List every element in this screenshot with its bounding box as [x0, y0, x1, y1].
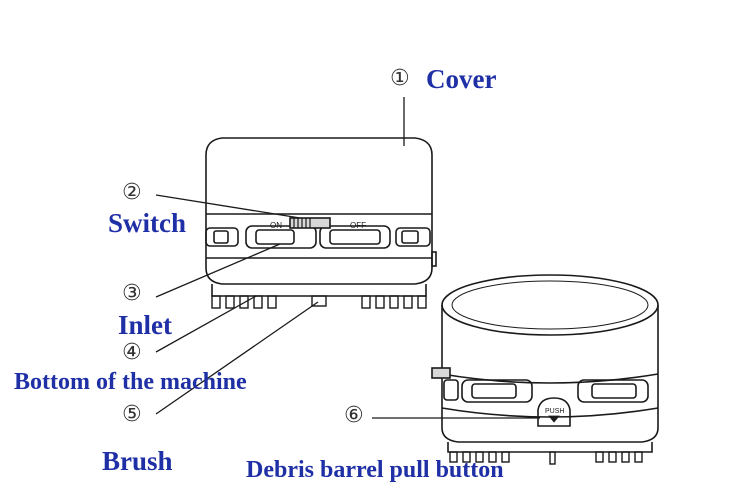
part-number-5: ⑤: [122, 402, 142, 427]
label-brush: Brush: [102, 446, 173, 476]
push-button-shape: [537, 397, 571, 427]
push-button-text: PUSH: [545, 408, 564, 415]
right-device: [431, 274, 659, 465]
leader-brush: [155, 301, 319, 415]
left-device: [205, 137, 437, 309]
label-cover: Cover: [426, 64, 497, 94]
switch-off-text: OFF: [350, 221, 366, 230]
part-number-4: ④: [122, 340, 142, 365]
leader-bottom: [155, 295, 257, 353]
brush-feet: [211, 295, 427, 309]
right-brush-feet: [449, 451, 643, 465]
leader-lines: [155, 97, 540, 419]
part-number-6: ⑥: [344, 403, 364, 428]
label-debris-barrel-pull-button: Debris barrel pull button: [246, 457, 504, 483]
label-inlet: Inlet: [118, 310, 172, 340]
label-bottom-of-machine: Bottom of the machine: [14, 369, 247, 395]
part-number-1: ①: [390, 66, 410, 91]
body-shape: [205, 208, 433, 285]
part-number-2: ②: [122, 180, 142, 205]
switch-on-text: ON: [270, 221, 282, 230]
part-number-3: ③: [122, 281, 142, 306]
leader-switch: [155, 194, 301, 219]
switch-ridges: [293, 218, 311, 228]
leader-inlet: [155, 243, 281, 298]
label-switch: Switch: [108, 208, 187, 238]
cover-shape: [205, 137, 433, 208]
